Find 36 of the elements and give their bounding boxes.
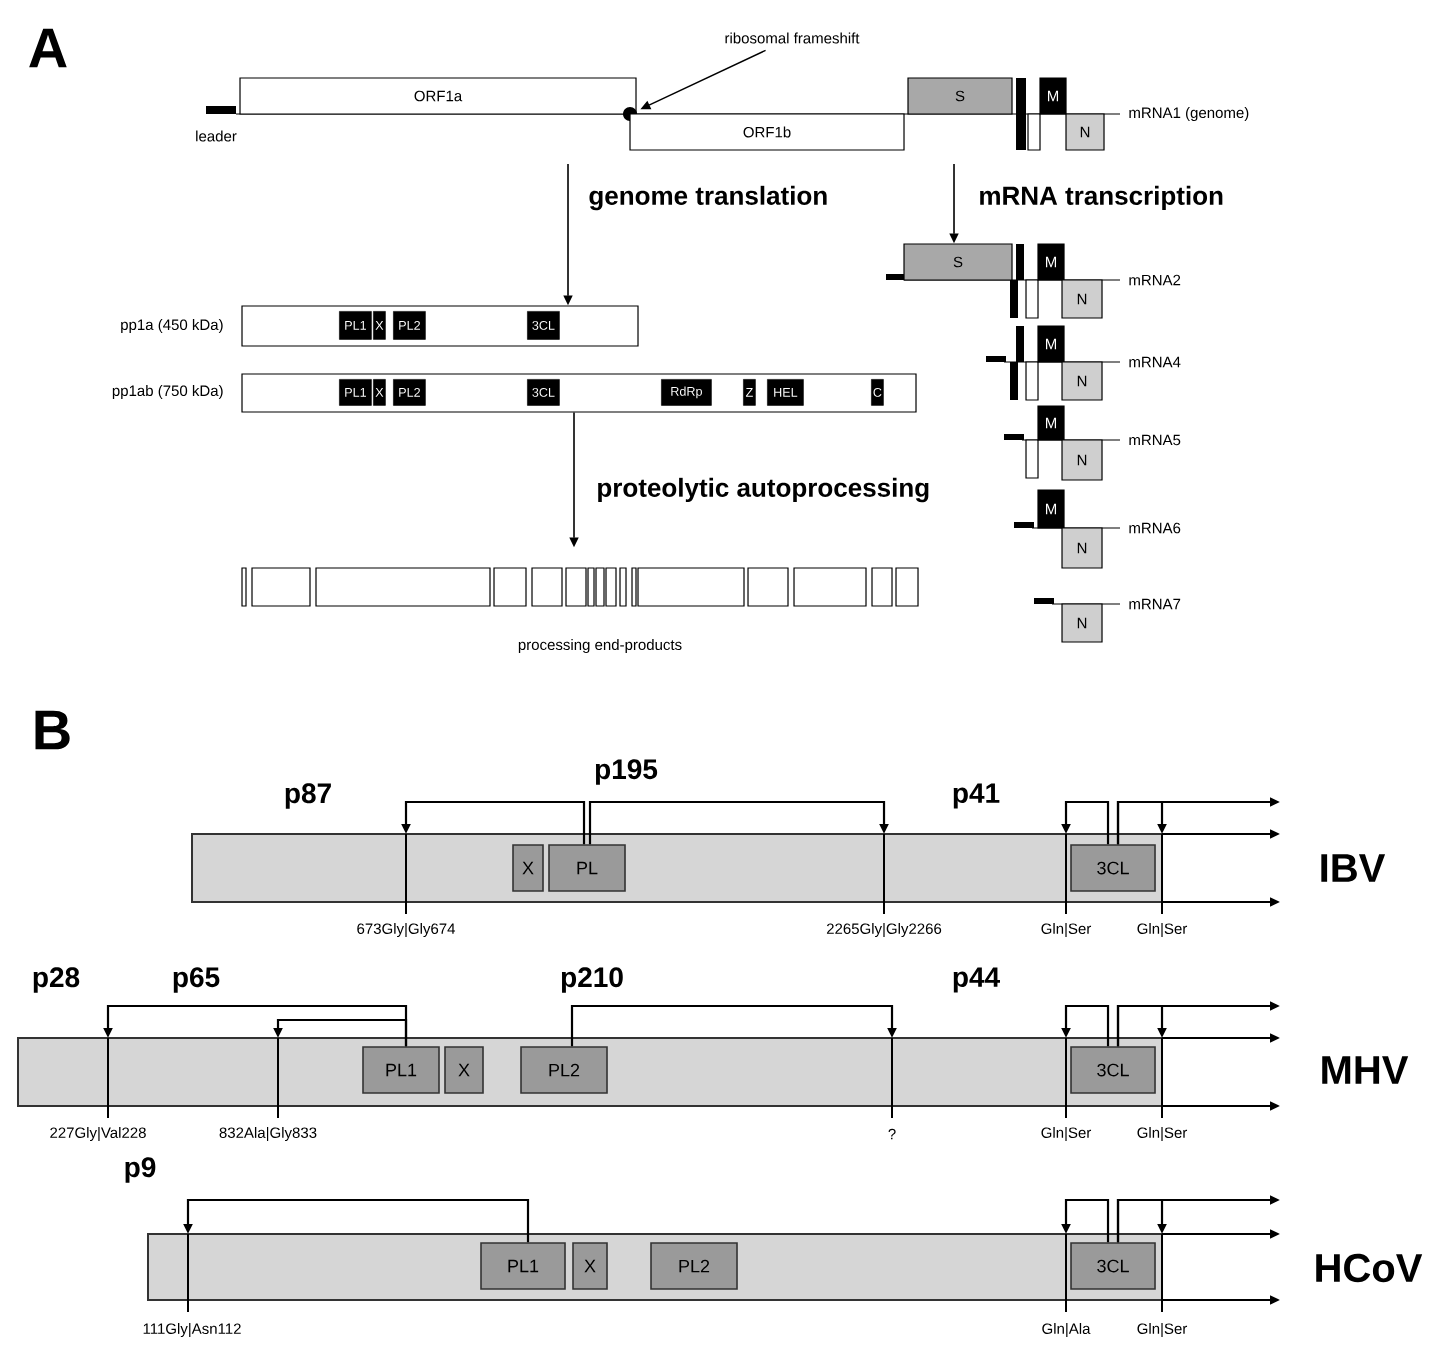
arrow bbox=[183, 1198, 530, 1243]
protein-label: p41 bbox=[953, 783, 1000, 809]
domain-box: PL1 bbox=[362, 1046, 440, 1094]
protein-label: p210 bbox=[561, 967, 623, 993]
panel-letter: A bbox=[29, 28, 67, 68]
virus-label: HCoV bbox=[1316, 1253, 1423, 1283]
domain-box: 3CL bbox=[1070, 1242, 1156, 1290]
arrow bbox=[1061, 800, 1110, 845]
domain-box: PL bbox=[548, 844, 626, 892]
domain-box: 3CL bbox=[1070, 844, 1156, 892]
domain-box: PL2 bbox=[650, 1242, 738, 1290]
arrow bbox=[570, 1004, 897, 1047]
protein-label: p44 bbox=[953, 967, 1000, 993]
virus-label: IBV bbox=[1321, 854, 1386, 882]
protein-label: p195 bbox=[595, 759, 658, 785]
domain-box: 3CL bbox=[1070, 1046, 1156, 1094]
protein-label: p65 bbox=[173, 967, 220, 993]
domain-box: X bbox=[444, 1046, 484, 1094]
protein-products-drawing bbox=[241, 567, 919, 607]
edge-label: genome translation bbox=[589, 185, 827, 211]
domain-box: X bbox=[512, 844, 544, 892]
arrow bbox=[401, 800, 586, 845]
virus-label: MHV bbox=[1322, 1056, 1409, 1084]
protein-label: p28 bbox=[33, 967, 80, 993]
edge-label: mRNA transcription bbox=[980, 185, 1223, 211]
arrow bbox=[1061, 1198, 1110, 1243]
protein-label: p87 bbox=[285, 783, 331, 809]
arrow bbox=[588, 800, 889, 845]
domain-box: PL1 bbox=[480, 1242, 566, 1290]
edge-label: proteolytic autoprocessing bbox=[598, 477, 929, 503]
domain-box: X bbox=[572, 1242, 608, 1290]
domain-box: PL2 bbox=[520, 1046, 608, 1094]
protein-label: p9 bbox=[125, 1157, 156, 1183]
panel-letter: B bbox=[35, 710, 70, 750]
arrow bbox=[273, 1018, 408, 1047]
arrow bbox=[1061, 1004, 1110, 1047]
